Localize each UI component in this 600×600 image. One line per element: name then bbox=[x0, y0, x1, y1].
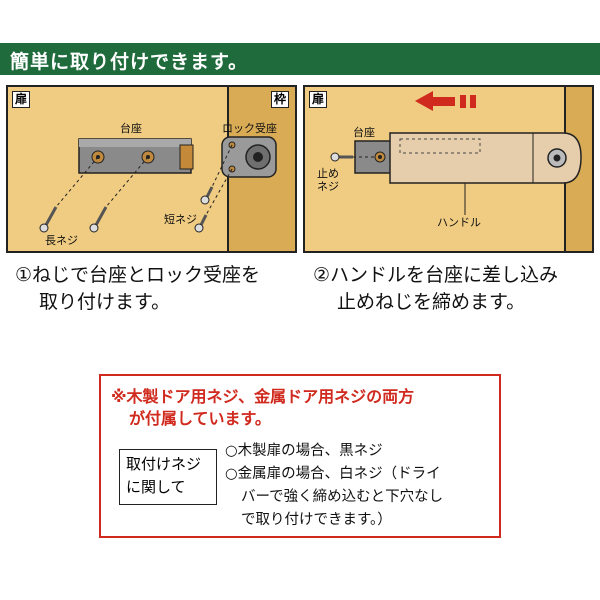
step1-caption: ①ねじで台座とロック受座を 取り付けます。 bbox=[15, 262, 305, 316]
screw-notes: ○木製扉の場合、黒ネジ ○金属扉の場合、白ネジ（ドライ バーで強く締め込むと下穴… bbox=[225, 440, 501, 532]
handle-label: ハンドル bbox=[437, 216, 481, 229]
step2-caption-line2: 止めねじを締めます。 bbox=[337, 291, 526, 313]
frame-tag: 枠 bbox=[270, 91, 289, 108]
arrow-left-icon bbox=[415, 91, 476, 111]
door-tag: 扉 bbox=[12, 91, 31, 108]
notice-headline-line2: が付属しています。 bbox=[129, 409, 271, 428]
base-label: 台座 bbox=[120, 122, 142, 135]
step2-caption-line1: ②ハンドルを台座に差し込み bbox=[313, 264, 559, 286]
step1-drawing bbox=[39, 136, 277, 233]
lock-receiver-label: ロック受座 bbox=[222, 122, 277, 135]
base-plate bbox=[78, 138, 194, 174]
header-bar: 簡単に取り付けできます。 bbox=[0, 43, 600, 75]
note-metal-door-line3: で取り付けできます。） bbox=[241, 512, 392, 528]
step1-caption-line2: 取り付けます。 bbox=[39, 291, 171, 313]
step1-illustration: 扉 枠 台座 ロック受座 長ネジ 短ネジ bbox=[6, 85, 297, 253]
long-screw-icon bbox=[39, 206, 58, 233]
short-screw-icon bbox=[200, 186, 214, 205]
screw-guide-lines bbox=[55, 144, 233, 216]
note-metal-door-line1: ○金属扉の場合、白ネジ（ドライ bbox=[225, 466, 441, 482]
step2-illustration: 扉 台座 止め ネジ ハンドル bbox=[303, 85, 594, 253]
note-wood-door: ○木製扉の場合、黒ネジ bbox=[225, 443, 383, 459]
header-title: 簡単に取り付けできます。 bbox=[10, 51, 249, 73]
note-metal-door-line2: バーで強く締め込むと下穴なし bbox=[241, 489, 444, 505]
mounting-screw-label-line2: に関して bbox=[126, 478, 186, 496]
screw-notice-box: ※木製ドア用ネジ、金属ドア用ネジの両方 が付属しています。 取付けネジ に関して… bbox=[99, 374, 501, 538]
lock-receiver bbox=[221, 136, 277, 178]
stop-screw-label-line2: ネジ bbox=[317, 180, 339, 193]
handle bbox=[389, 132, 582, 184]
notice-headline-line1: ※木製ドア用ネジ、金属ドア用ネジの両方 bbox=[111, 387, 415, 406]
short-screw-label: 短ネジ bbox=[164, 213, 197, 226]
stop-screw-icon bbox=[330, 152, 375, 162]
step2-drawing bbox=[330, 91, 582, 215]
long-screw-label: 長ネジ bbox=[45, 234, 78, 247]
base-label: 台座 bbox=[353, 126, 375, 139]
step1-caption-line1: ①ねじで台座とロック受座を bbox=[15, 264, 261, 286]
stop-screw-label-line1: 止め bbox=[317, 167, 339, 180]
mounting-screw-label-line1: 取付けネジ bbox=[126, 455, 202, 473]
short-screw-icon bbox=[194, 214, 208, 233]
mounting-screw-label-box: 取付けネジ に関して bbox=[119, 449, 217, 505]
stop-screw-label: 止め ネジ bbox=[317, 167, 339, 193]
long-screw-icon bbox=[89, 206, 108, 233]
step2-caption: ②ハンドルを台座に差し込み 止めねじを締めます。 bbox=[313, 262, 598, 316]
door-tag: 扉 bbox=[309, 91, 328, 108]
notice-headline: ※木製ドア用ネジ、金属ドア用ネジの両方 が付属しています。 bbox=[111, 386, 501, 430]
